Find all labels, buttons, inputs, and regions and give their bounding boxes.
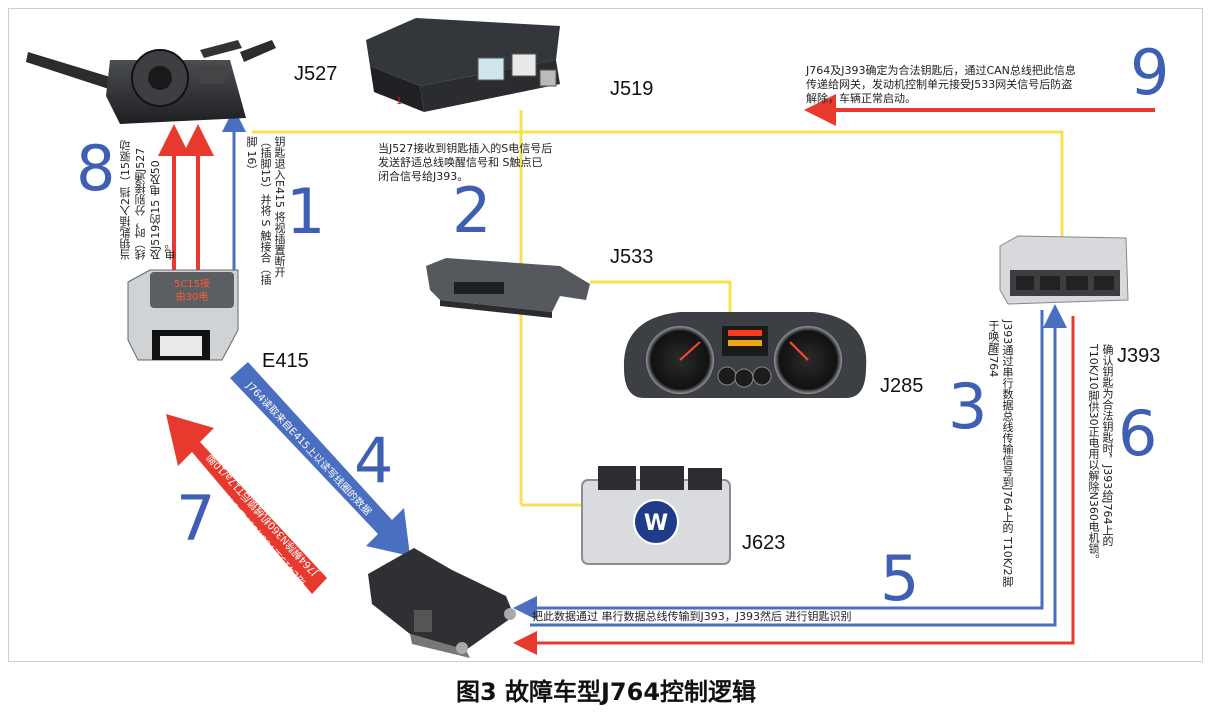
note-step7-line1: J764解除N360机械锁后T17a/10脚 bbox=[204, 451, 321, 579]
j393-module bbox=[999, 235, 1129, 305]
note-step2-line3: 闭合信号给J393。 bbox=[378, 169, 468, 183]
step7-red-arrow bbox=[166, 414, 327, 594]
note-step3: J393通过串行数据总线传输信号到J764上的 T10K/2脚于唤醒J764 bbox=[987, 320, 1014, 587]
note-step8: 当钥匙插入2挡（15驱动线）时，分别接通J527及J519的15 电及50电。 bbox=[119, 140, 177, 260]
step-number-4: 4 bbox=[354, 424, 393, 497]
note-step2-line1: 当J527接收到钥匙插入的S电信号后 bbox=[378, 141, 552, 155]
e415-ignition-switch bbox=[127, 269, 239, 361]
j393-j764-lines bbox=[513, 304, 1075, 655]
note-step9-line3: 解除，车辆正常启动。 bbox=[806, 91, 916, 105]
svg-text:W: W bbox=[644, 511, 668, 536]
e415-badge-line2: 由30电 bbox=[176, 290, 209, 303]
label-j527: J527 bbox=[294, 63, 337, 85]
left-signal-arrows bbox=[158, 108, 246, 275]
j285-instrument-cluster bbox=[623, 312, 867, 398]
step-number-1: 1 bbox=[286, 175, 325, 248]
step-number-9: 9 bbox=[1130, 36, 1169, 109]
step-number-5: 5 bbox=[880, 542, 919, 615]
step-number-7: 7 bbox=[176, 482, 215, 555]
j519-module bbox=[366, 18, 560, 112]
figure-caption: 图3 故障车型J764控制逻辑 bbox=[455, 678, 757, 706]
j623-engine-ecu: W bbox=[581, 466, 731, 565]
e415-badge-line1: 5C15接 bbox=[174, 277, 210, 290]
note-step2-line2: 发送舒适总线唤醒信号和 S触点已 bbox=[378, 155, 542, 169]
step-number-8: 8 bbox=[76, 132, 115, 205]
note-step1: 钥匙退入E415 将视插置断开（插脚15）并将 S 触接合（插脚 16） bbox=[245, 136, 286, 285]
note-step6: 确认钥匙为合法钥匙时，J393给J764上的T10K/10脚供30正电用以解除N… bbox=[1087, 344, 1114, 565]
label-j519: J519 bbox=[610, 78, 653, 100]
label-j393: J393 bbox=[1117, 345, 1160, 367]
label-j285: J285 bbox=[880, 375, 923, 397]
label-e415: E415 bbox=[262, 350, 309, 372]
step-number-2: 2 bbox=[452, 174, 491, 247]
step4-blue-arrow bbox=[230, 362, 410, 556]
label-j533: J533 bbox=[610, 246, 653, 268]
j527-steering-switch bbox=[26, 40, 276, 124]
j764-steering-lock bbox=[368, 548, 516, 658]
label-j623: J623 bbox=[742, 532, 785, 554]
note-step9-line2: 传递给网关，发动机控制单元接受J533网关信号后防盗 bbox=[806, 77, 1072, 91]
j519-marker: 1 bbox=[396, 96, 402, 107]
note-step9-line1: J764及J393确定为合法钥匙后，通过CAN总线把此信息 bbox=[805, 63, 1076, 77]
j533-gateway bbox=[426, 258, 590, 318]
step-number-3: 3 bbox=[948, 370, 987, 443]
step-number-6: 6 bbox=[1118, 397, 1157, 470]
note-step5: 把此数据通过 串行数据总线传输到J393，J393然后 进行钥匙识别 bbox=[532, 609, 851, 623]
